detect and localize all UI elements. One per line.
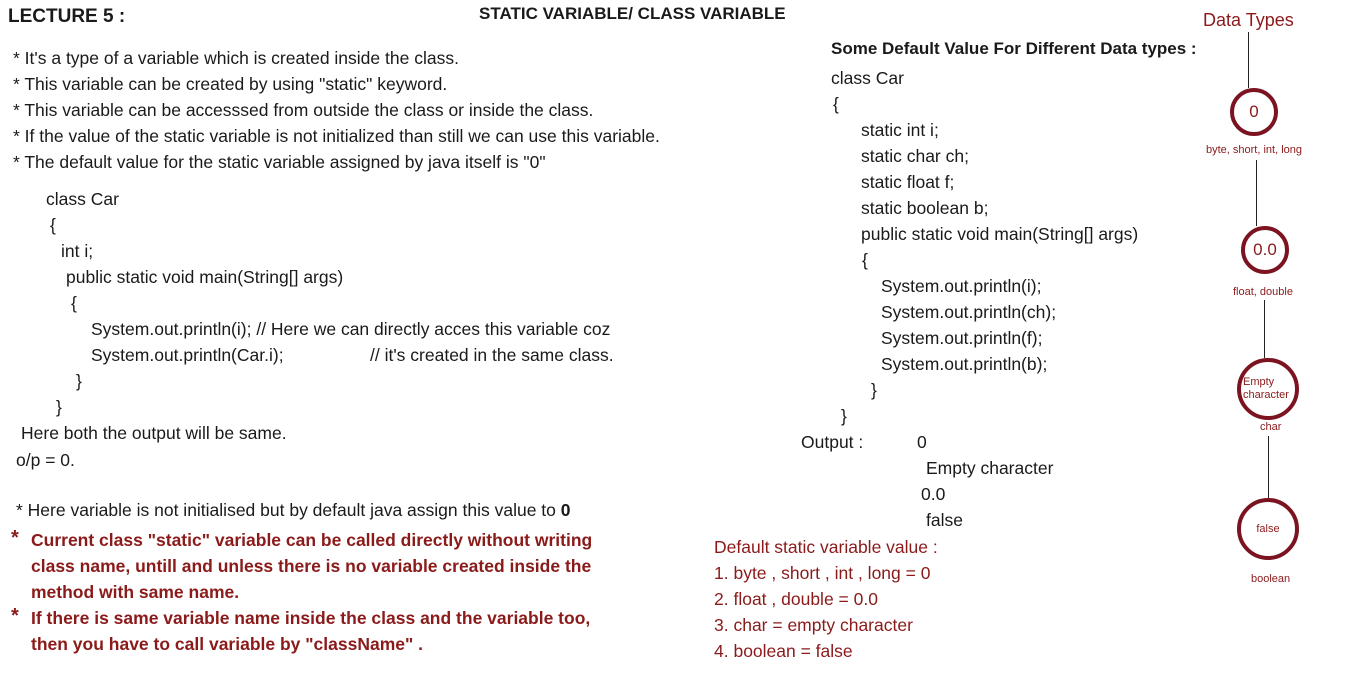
code-line: static boolean b; bbox=[861, 198, 989, 218]
default-item: 2. float , double = 0.0 bbox=[714, 589, 878, 609]
code-line: System.out.println(Car.i); bbox=[91, 345, 284, 365]
default-note-value: 0 bbox=[560, 500, 571, 520]
connector-line bbox=[1248, 32, 1249, 88]
code-line: static char ch; bbox=[861, 146, 969, 166]
code-line: System.out.println(ch); bbox=[881, 302, 1057, 322]
output-text: o/p = 0. bbox=[16, 450, 75, 470]
output-value: 0.0 bbox=[921, 484, 946, 504]
bullet-2: * This variable can be created by using … bbox=[13, 74, 448, 94]
right-heading: Some Default Value For Different Data ty… bbox=[831, 39, 1197, 58]
default-note-text: * Here variable is not initialised but b… bbox=[16, 500, 561, 520]
connector-line bbox=[1256, 160, 1257, 226]
default-item: 3. char = empty character bbox=[714, 615, 913, 635]
connector-line bbox=[1264, 300, 1265, 358]
code-line: System.out.println(i); bbox=[881, 276, 1042, 296]
node-caption: boolean bbox=[1251, 573, 1291, 585]
red-note-line: then you have to call variable by "class… bbox=[31, 634, 424, 654]
code-line: { bbox=[71, 293, 77, 313]
node-caption: float, double bbox=[1233, 286, 1293, 298]
datatype-node-char: Empty character bbox=[1237, 358, 1299, 420]
connector-line bbox=[1268, 436, 1269, 498]
same-output-text: Here both the output will be same. bbox=[21, 423, 287, 443]
output-value: Empty character bbox=[926, 458, 1054, 478]
code-line: static float f; bbox=[861, 172, 955, 192]
code-comment: // it's created in the same class. bbox=[370, 345, 614, 365]
code-line: { bbox=[833, 94, 839, 114]
code-line: class Car bbox=[831, 68, 904, 88]
code-line: System.out.println(b); bbox=[881, 354, 1048, 374]
code-line: } bbox=[76, 371, 82, 391]
red-note-line: class name, untill and unless there is n… bbox=[31, 556, 592, 576]
node-value: Empty character bbox=[1243, 376, 1289, 401]
node-caption: char bbox=[1260, 421, 1282, 433]
node-value: 0.0 bbox=[1253, 240, 1277, 259]
code-line: int i; bbox=[61, 241, 94, 261]
code-line: System.out.println(i); // Here we can di… bbox=[91, 319, 611, 339]
defaults-title: Default static variable value : bbox=[714, 537, 938, 557]
diagram-title: Data Types bbox=[1203, 10, 1294, 30]
red-note-line: method with same name. bbox=[31, 582, 240, 602]
bullet-5: * The default value for the static varia… bbox=[13, 152, 546, 172]
default-note: * Here variable is not initialised but b… bbox=[16, 497, 570, 523]
bullet-4: * If the value of the static variable is… bbox=[13, 126, 660, 146]
code-line: static int i; bbox=[861, 120, 939, 140]
output-value: false bbox=[926, 510, 963, 530]
default-item: 4. boolean = false bbox=[714, 641, 853, 661]
code-line: } bbox=[871, 380, 877, 400]
node-caption: byte, short, int, long bbox=[1206, 144, 1302, 156]
red-note-line: If there is same variable name inside th… bbox=[31, 608, 591, 628]
red-note-line: Current class "static" variable can be c… bbox=[31, 530, 593, 550]
red-note-star: * bbox=[11, 527, 19, 549]
code-line: public static void main(String[] args) bbox=[861, 224, 1139, 244]
lecture-label: LECTURE 5 : bbox=[8, 6, 126, 27]
code-line: } bbox=[841, 406, 847, 426]
node-value: 0 bbox=[1249, 102, 1259, 121]
page-title: STATIC VARIABLE/ CLASS VARIABLE bbox=[479, 4, 786, 23]
code-line: { bbox=[50, 215, 56, 235]
datatype-node-boolean: false bbox=[1237, 498, 1299, 560]
node-value: false bbox=[1256, 523, 1280, 535]
code-line: } bbox=[56, 397, 62, 417]
code-line: public static void main(String[] args) bbox=[66, 267, 344, 287]
red-note-star: * bbox=[11, 605, 19, 627]
bullet-1: * It's a type of a variable which is cre… bbox=[13, 48, 459, 68]
code-line: class Car bbox=[46, 189, 119, 209]
output-label: Output : bbox=[801, 432, 864, 452]
code-line: System.out.println(f); bbox=[881, 328, 1043, 348]
code-line: { bbox=[862, 250, 868, 270]
datatype-node-float: 0.0 bbox=[1241, 226, 1289, 274]
bullet-3: * This variable can be accesssed from ou… bbox=[13, 100, 594, 120]
default-item: 1. byte , short , int , long = 0 bbox=[714, 563, 931, 583]
output-value: 0 bbox=[917, 432, 927, 452]
datatype-node-int: 0 bbox=[1230, 88, 1278, 136]
